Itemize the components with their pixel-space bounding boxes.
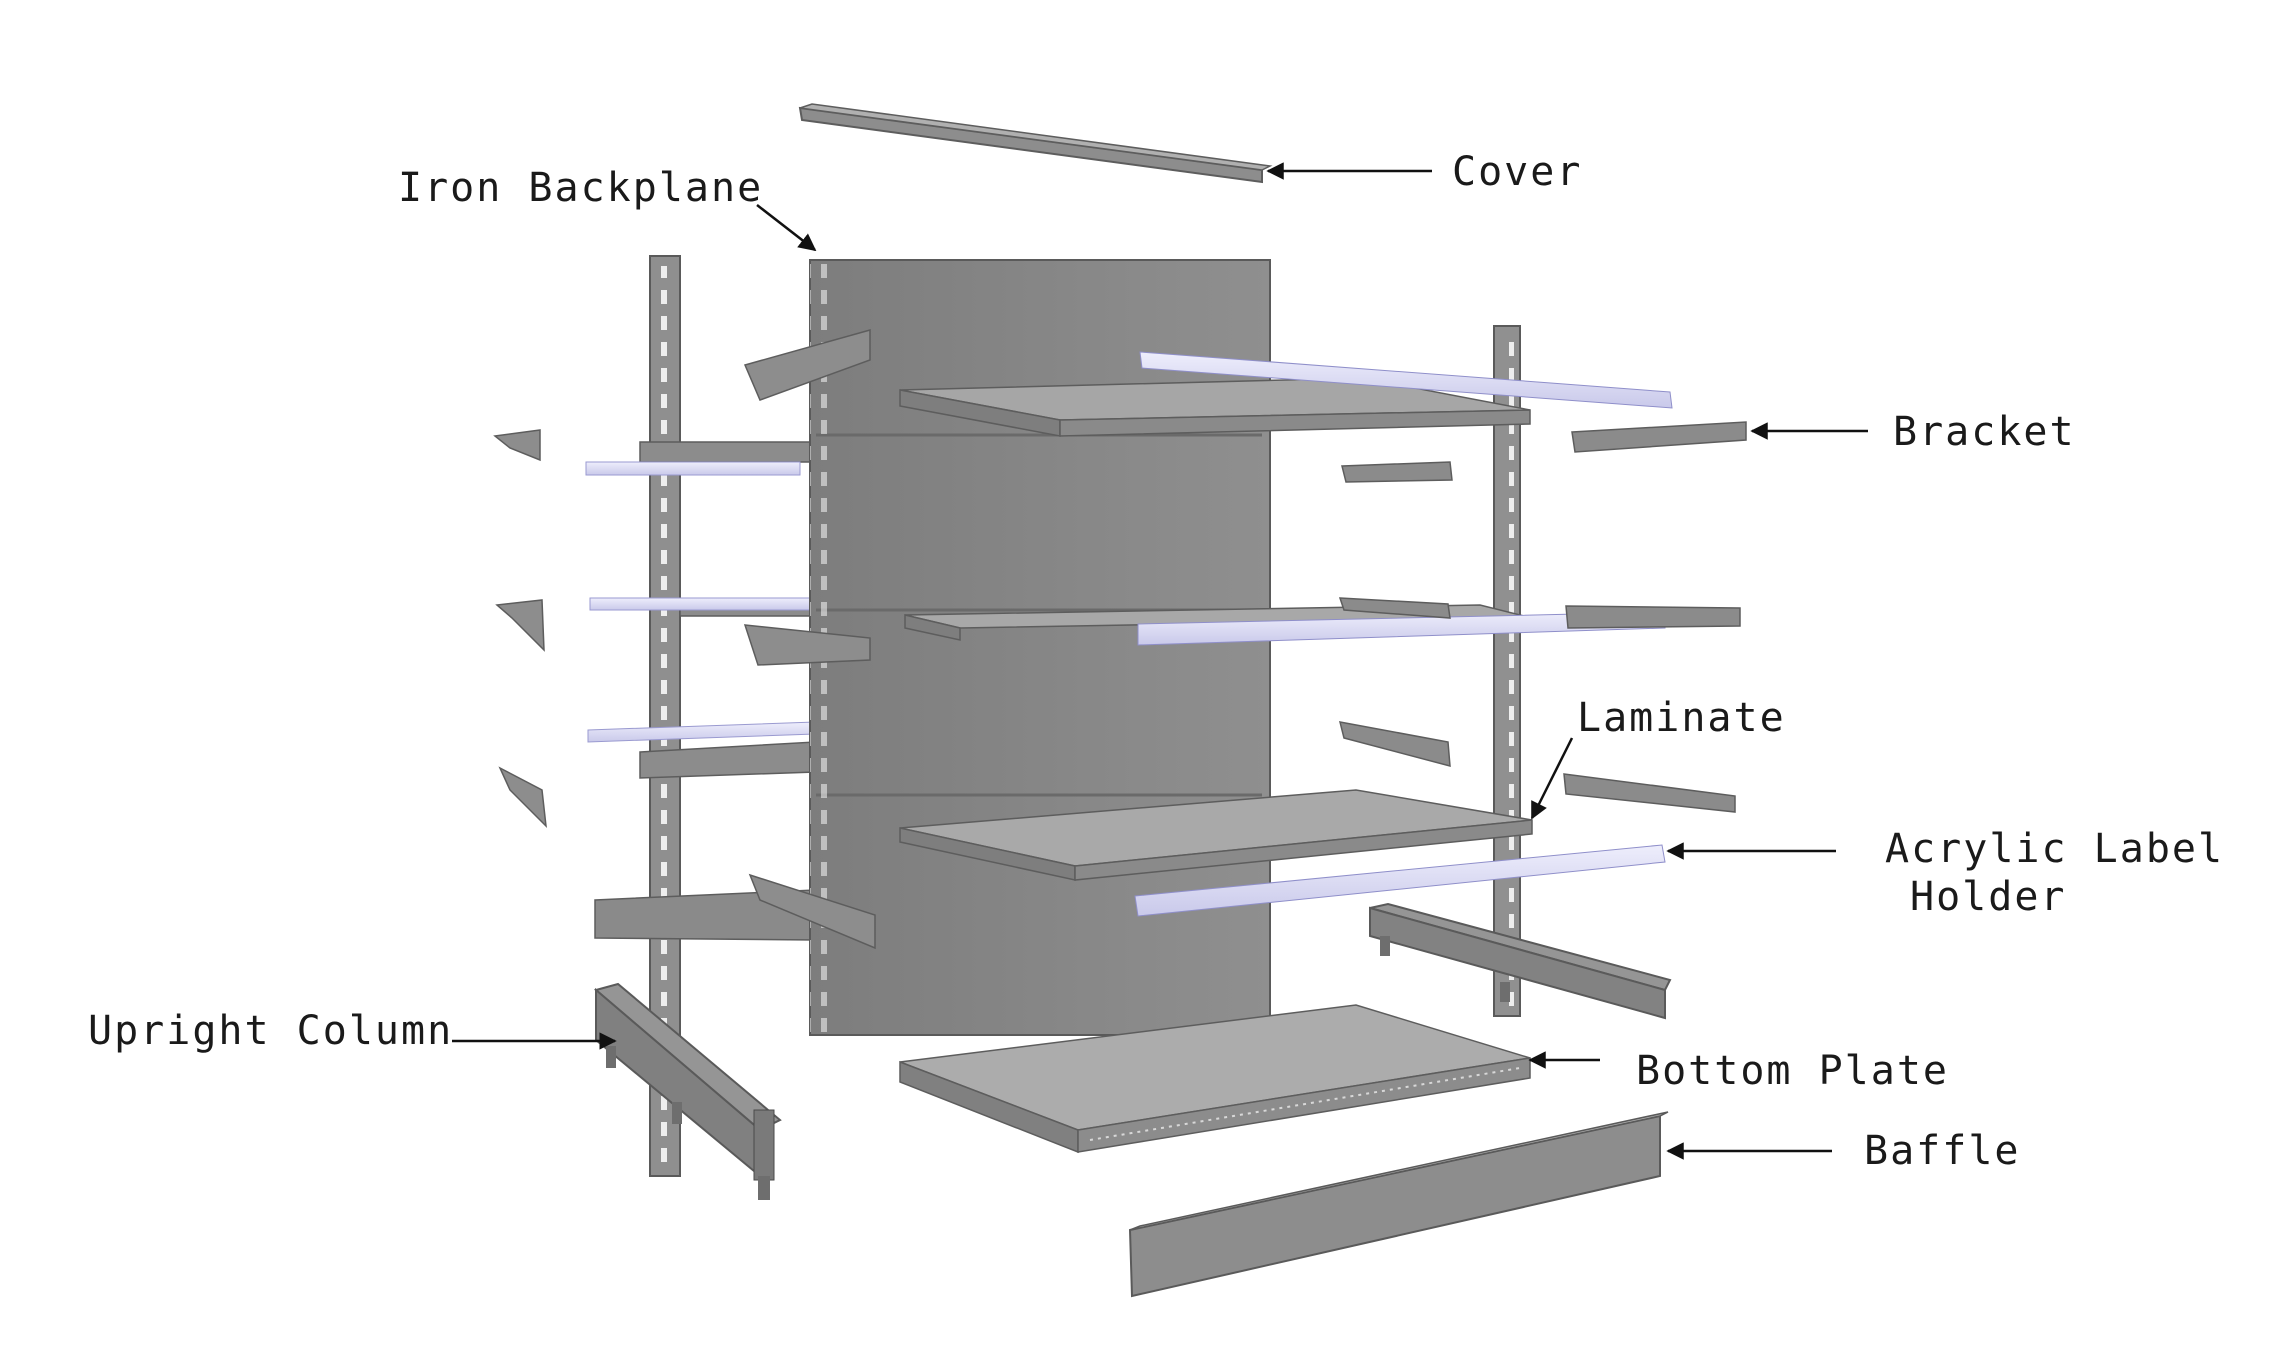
label-acrylic-label-holder-line1: Acrylic Label (1885, 826, 2224, 872)
label-acrylic-label-holder-line2: Holder (1910, 874, 2067, 920)
acrylic-label-holder (1134, 844, 1666, 917)
label-laminate: Laminate (1577, 695, 1786, 741)
iron-backplane (809, 259, 1271, 1036)
upright-column-right (1369, 325, 1672, 1020)
left-shelf-2 (589, 597, 816, 617)
label-cover: Cover (1452, 149, 1582, 195)
baffle (1128, 1111, 1669, 1298)
callout-labels: Cover Iron Backplane Bracket Laminate Ac… (88, 149, 2224, 1174)
laminate-leader (1530, 737, 1574, 820)
right-loose-brackets (1338, 421, 1747, 813)
upright-column-left (593, 255, 782, 1200)
label-iron-backplane: Iron Backplane (398, 165, 763, 211)
label-bottom-plate: Bottom Plate (1636, 1048, 1949, 1094)
cover-rail (798, 103, 1273, 184)
backplane-brackets-left (743, 329, 876, 950)
left-shelf-1 (585, 441, 816, 476)
label-bracket: Bracket (1893, 409, 2076, 455)
laminate (899, 789, 1533, 881)
iron-backplane-leader (756, 204, 817, 252)
main-shelf-top (899, 351, 1673, 437)
leader-lines (452, 162, 1868, 1160)
left-shelf-3 (587, 721, 816, 779)
left-loose-brackets (493, 429, 547, 829)
left-shelves (585, 441, 816, 941)
label-upright-column: Upright Column (88, 1008, 453, 1054)
label-baffle: Baffle (1864, 1128, 2021, 1174)
